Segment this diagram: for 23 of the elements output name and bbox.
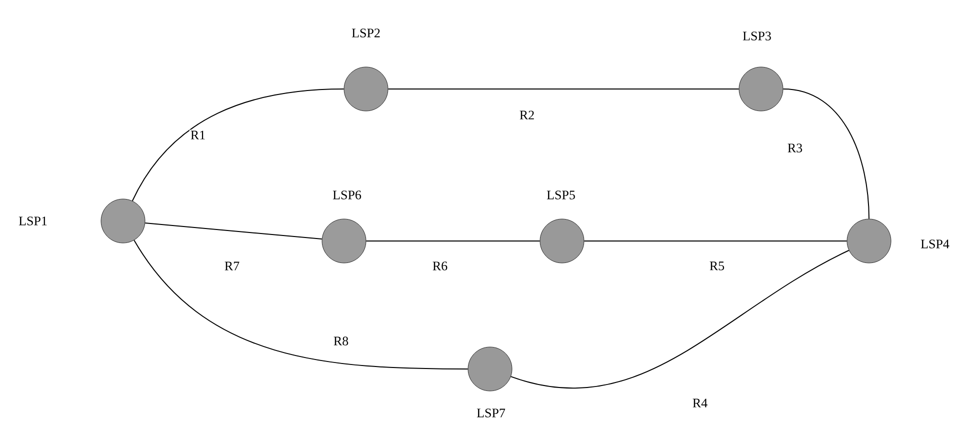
edge-label: R1 — [189, 130, 207, 140]
edge-label: R4 — [691, 398, 709, 408]
node-label: LSP2 — [352, 28, 380, 38]
edge-label: R7 — [223, 260, 241, 272]
connector-line — [144, 222, 322, 240]
connector-line — [388, 88, 740, 90]
connector-line — [510, 250, 850, 389]
node-label: LSP1 — [18, 216, 47, 226]
node-label: LSP3 — [742, 32, 771, 40]
edge-label: R8 — [332, 336, 350, 346]
node-label: LSP5 — [546, 190, 575, 200]
edge-label: R5 — [708, 260, 726, 272]
node-label: LSP6 — [332, 190, 362, 200]
node-label: LSP4 — [920, 240, 950, 248]
connector-line — [366, 240, 540, 242]
edge-label: R3 — [786, 142, 804, 154]
edge-label: R6 — [431, 260, 449, 272]
node-label: LSP7 — [476, 408, 506, 418]
connector-line — [782, 88, 870, 220]
connector-line — [132, 88, 344, 202]
edge-label: R2 — [518, 110, 536, 120]
connector-line — [584, 240, 848, 242]
connector-line — [134, 240, 468, 370]
